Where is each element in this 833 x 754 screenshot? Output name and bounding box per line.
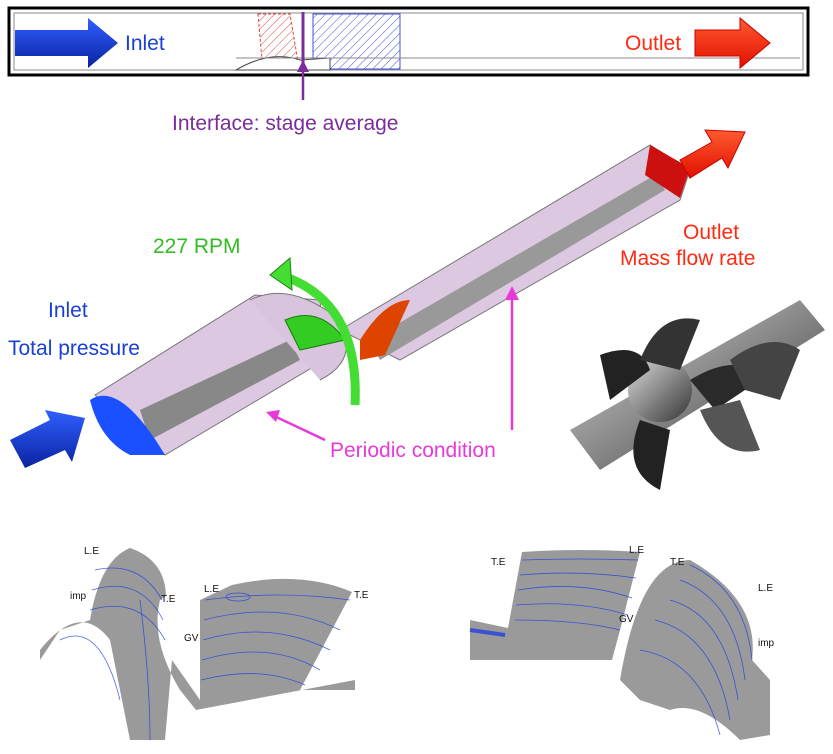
- streamline-plot-right: [469, 550, 770, 740]
- right-impeller-le-label: L.E: [758, 583, 774, 594]
- right-gv-te-label: T.E: [491, 557, 506, 568]
- right-gv-le-label: L.E: [629, 545, 645, 556]
- left-gv-te-label: T.E: [354, 590, 369, 601]
- right-gv-label: GV: [619, 614, 634, 625]
- hub-bump: [234, 56, 331, 71]
- outlet-face: [645, 145, 690, 198]
- interface-label: Interface: stage average: [172, 112, 399, 135]
- inlet-arrow-3d: [10, 410, 85, 468]
- stator-region: [312, 13, 401, 70]
- left-gv-le-label: L.E: [204, 584, 220, 595]
- inlet-arrow: [15, 18, 118, 68]
- meridional-schematic: [7, 6, 810, 100]
- left-impeller-le-label: L.E: [84, 546, 100, 557]
- guide-vane: [360, 300, 410, 360]
- left-impeller-te-label: T.E: [161, 594, 176, 605]
- rotation-arrow: [278, 270, 360, 406]
- outlet-arrow-3d: [679, 129, 746, 179]
- turbine-render: [570, 300, 825, 490]
- computational-domain: [10, 129, 746, 468]
- outlet-label: Outlet: [683, 221, 740, 244]
- right-impeller-label: imp: [758, 638, 775, 649]
- periodic-arrow-1: [271, 413, 326, 442]
- outlet-condition-label: Mass flow rate: [620, 247, 756, 270]
- left-gv-label: GV: [184, 633, 199, 644]
- inlet-condition-label: Total pressure: [8, 337, 140, 360]
- right-impeller-te-label: T.E: [670, 557, 685, 568]
- rotation-speed-label: 227 RPM: [153, 235, 241, 258]
- streamline-plot-left: [40, 548, 355, 741]
- periodic-condition-label: Periodic condition: [330, 439, 496, 462]
- inlet-label: Inlet: [48, 299, 88, 322]
- inlet-face: [90, 395, 165, 455]
- schematic-inlet-label: Inlet: [125, 32, 165, 55]
- outlet-arrow: [694, 16, 771, 70]
- left-impeller-label: imp: [70, 591, 87, 602]
- schematic-outlet-label: Outlet: [625, 32, 682, 55]
